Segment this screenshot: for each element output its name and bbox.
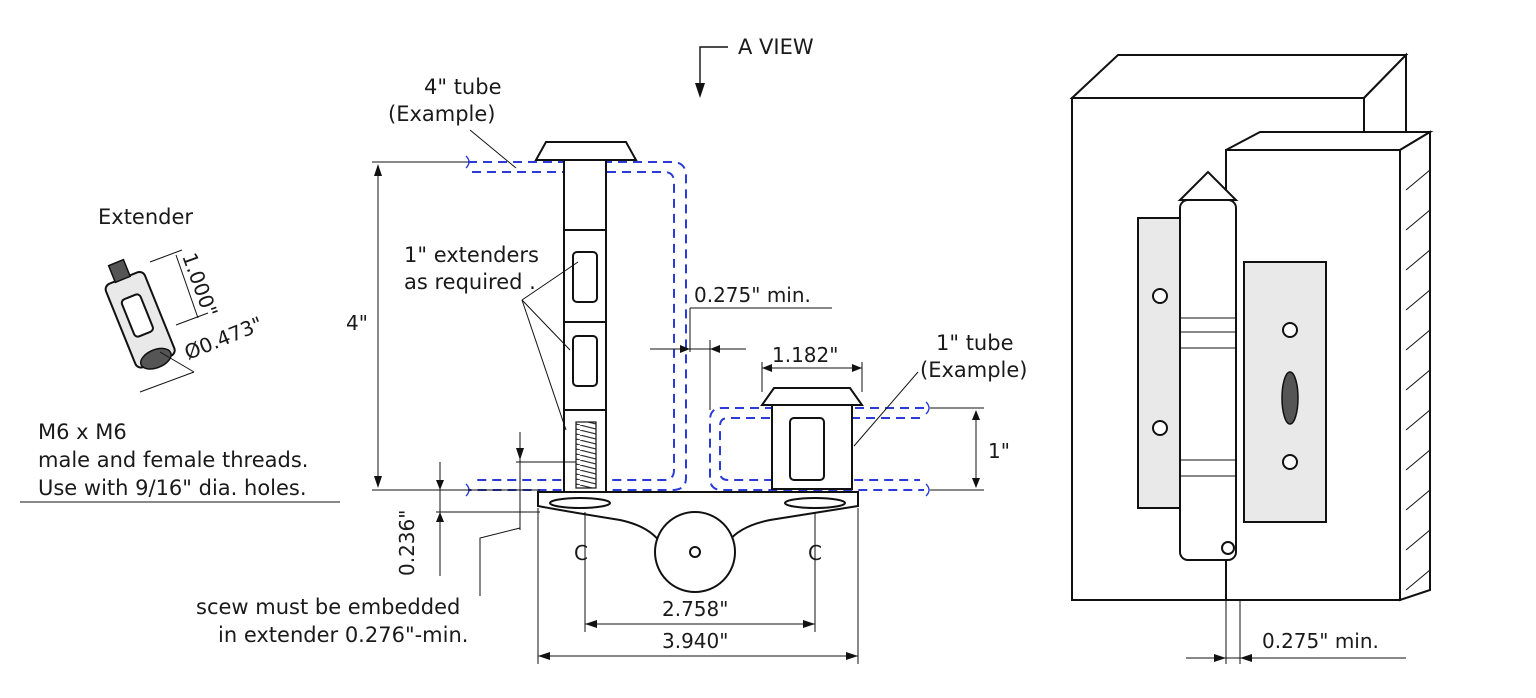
screw-note-line2: in extender 0.276"-min. xyxy=(218,623,468,647)
screw-embed-note: scew must be embedded in extender 0.276"… xyxy=(196,432,576,647)
tube-4in-example: (Example) xyxy=(388,102,496,126)
tube-1in-example: (Example) xyxy=(920,358,1028,382)
thread-note-line2: male and female threads. xyxy=(38,448,308,472)
dim-3940-text: 3.940" xyxy=(662,629,728,653)
extenders-label: 1" extenders as required . xyxy=(404,243,579,431)
pin-with-extenders xyxy=(534,141,638,493)
dim-1in: 1" xyxy=(930,407,1010,491)
screw-note-line1: scew must be embedded xyxy=(196,595,460,619)
isometric-view: 0.275" min. xyxy=(1069,52,1434,664)
tube-4in-outline xyxy=(468,161,687,491)
dim-1182: 1.182" xyxy=(761,343,863,392)
extender-title: Extender xyxy=(98,205,193,229)
dim-0275-min-text: 0.275" min. xyxy=(694,283,811,307)
extender-length-dim: 1.000" xyxy=(177,250,222,321)
post-top xyxy=(1069,54,1409,99)
center-left-mark: C xyxy=(574,541,588,565)
extenders-line2: as required . xyxy=(404,270,536,294)
tube-1in-outline xyxy=(709,407,924,491)
tube-4in-text: 4" tube xyxy=(424,75,502,99)
thread-note: M6 x M6 male and female threads. Use wit… xyxy=(20,420,340,503)
dim-4in-text: 4" xyxy=(346,311,368,335)
short-pin xyxy=(760,387,864,490)
dim-4in: 4" xyxy=(346,161,470,491)
tube-1in-label: 1" tube (Example) xyxy=(853,331,1028,447)
hinge-base: C C xyxy=(537,491,859,593)
dim-0275-right-text: 0.275" min. xyxy=(1262,629,1379,653)
a-view-marker: A VIEW xyxy=(695,35,814,98)
dim-3940: 3.940" xyxy=(537,508,859,664)
dim-1182-text: 1.182" xyxy=(772,343,838,367)
dim-1in-text: 1" xyxy=(988,439,1010,463)
a-view-label: A VIEW xyxy=(738,35,814,59)
hinge-plate-left xyxy=(1137,217,1187,509)
thread-note-line3: Use with 9/16" dia. holes. xyxy=(38,476,307,500)
dim-0236: 0.236" xyxy=(395,462,540,576)
extenders-line1: 1" extenders xyxy=(404,243,539,267)
dim-0236-text: 0.236" xyxy=(395,510,419,576)
dim-0275-min: 0.275" min. xyxy=(650,283,832,410)
hinge-barrel xyxy=(1179,199,1237,561)
extender-detail: Extender 1.000" Ø0.473" xyxy=(98,205,266,393)
tube-1in-text: 1" tube xyxy=(936,331,1014,355)
dim-2758: 2.758" xyxy=(584,540,816,632)
thread-note-line1: M6 x M6 xyxy=(38,420,127,444)
dim-2758-text: 2.758" xyxy=(662,597,728,621)
extender-thread-stud xyxy=(107,258,132,284)
extender-diameter-dim: Ø0.473" xyxy=(181,312,266,365)
tube-4in-label: 4" tube (Example) xyxy=(388,75,517,169)
